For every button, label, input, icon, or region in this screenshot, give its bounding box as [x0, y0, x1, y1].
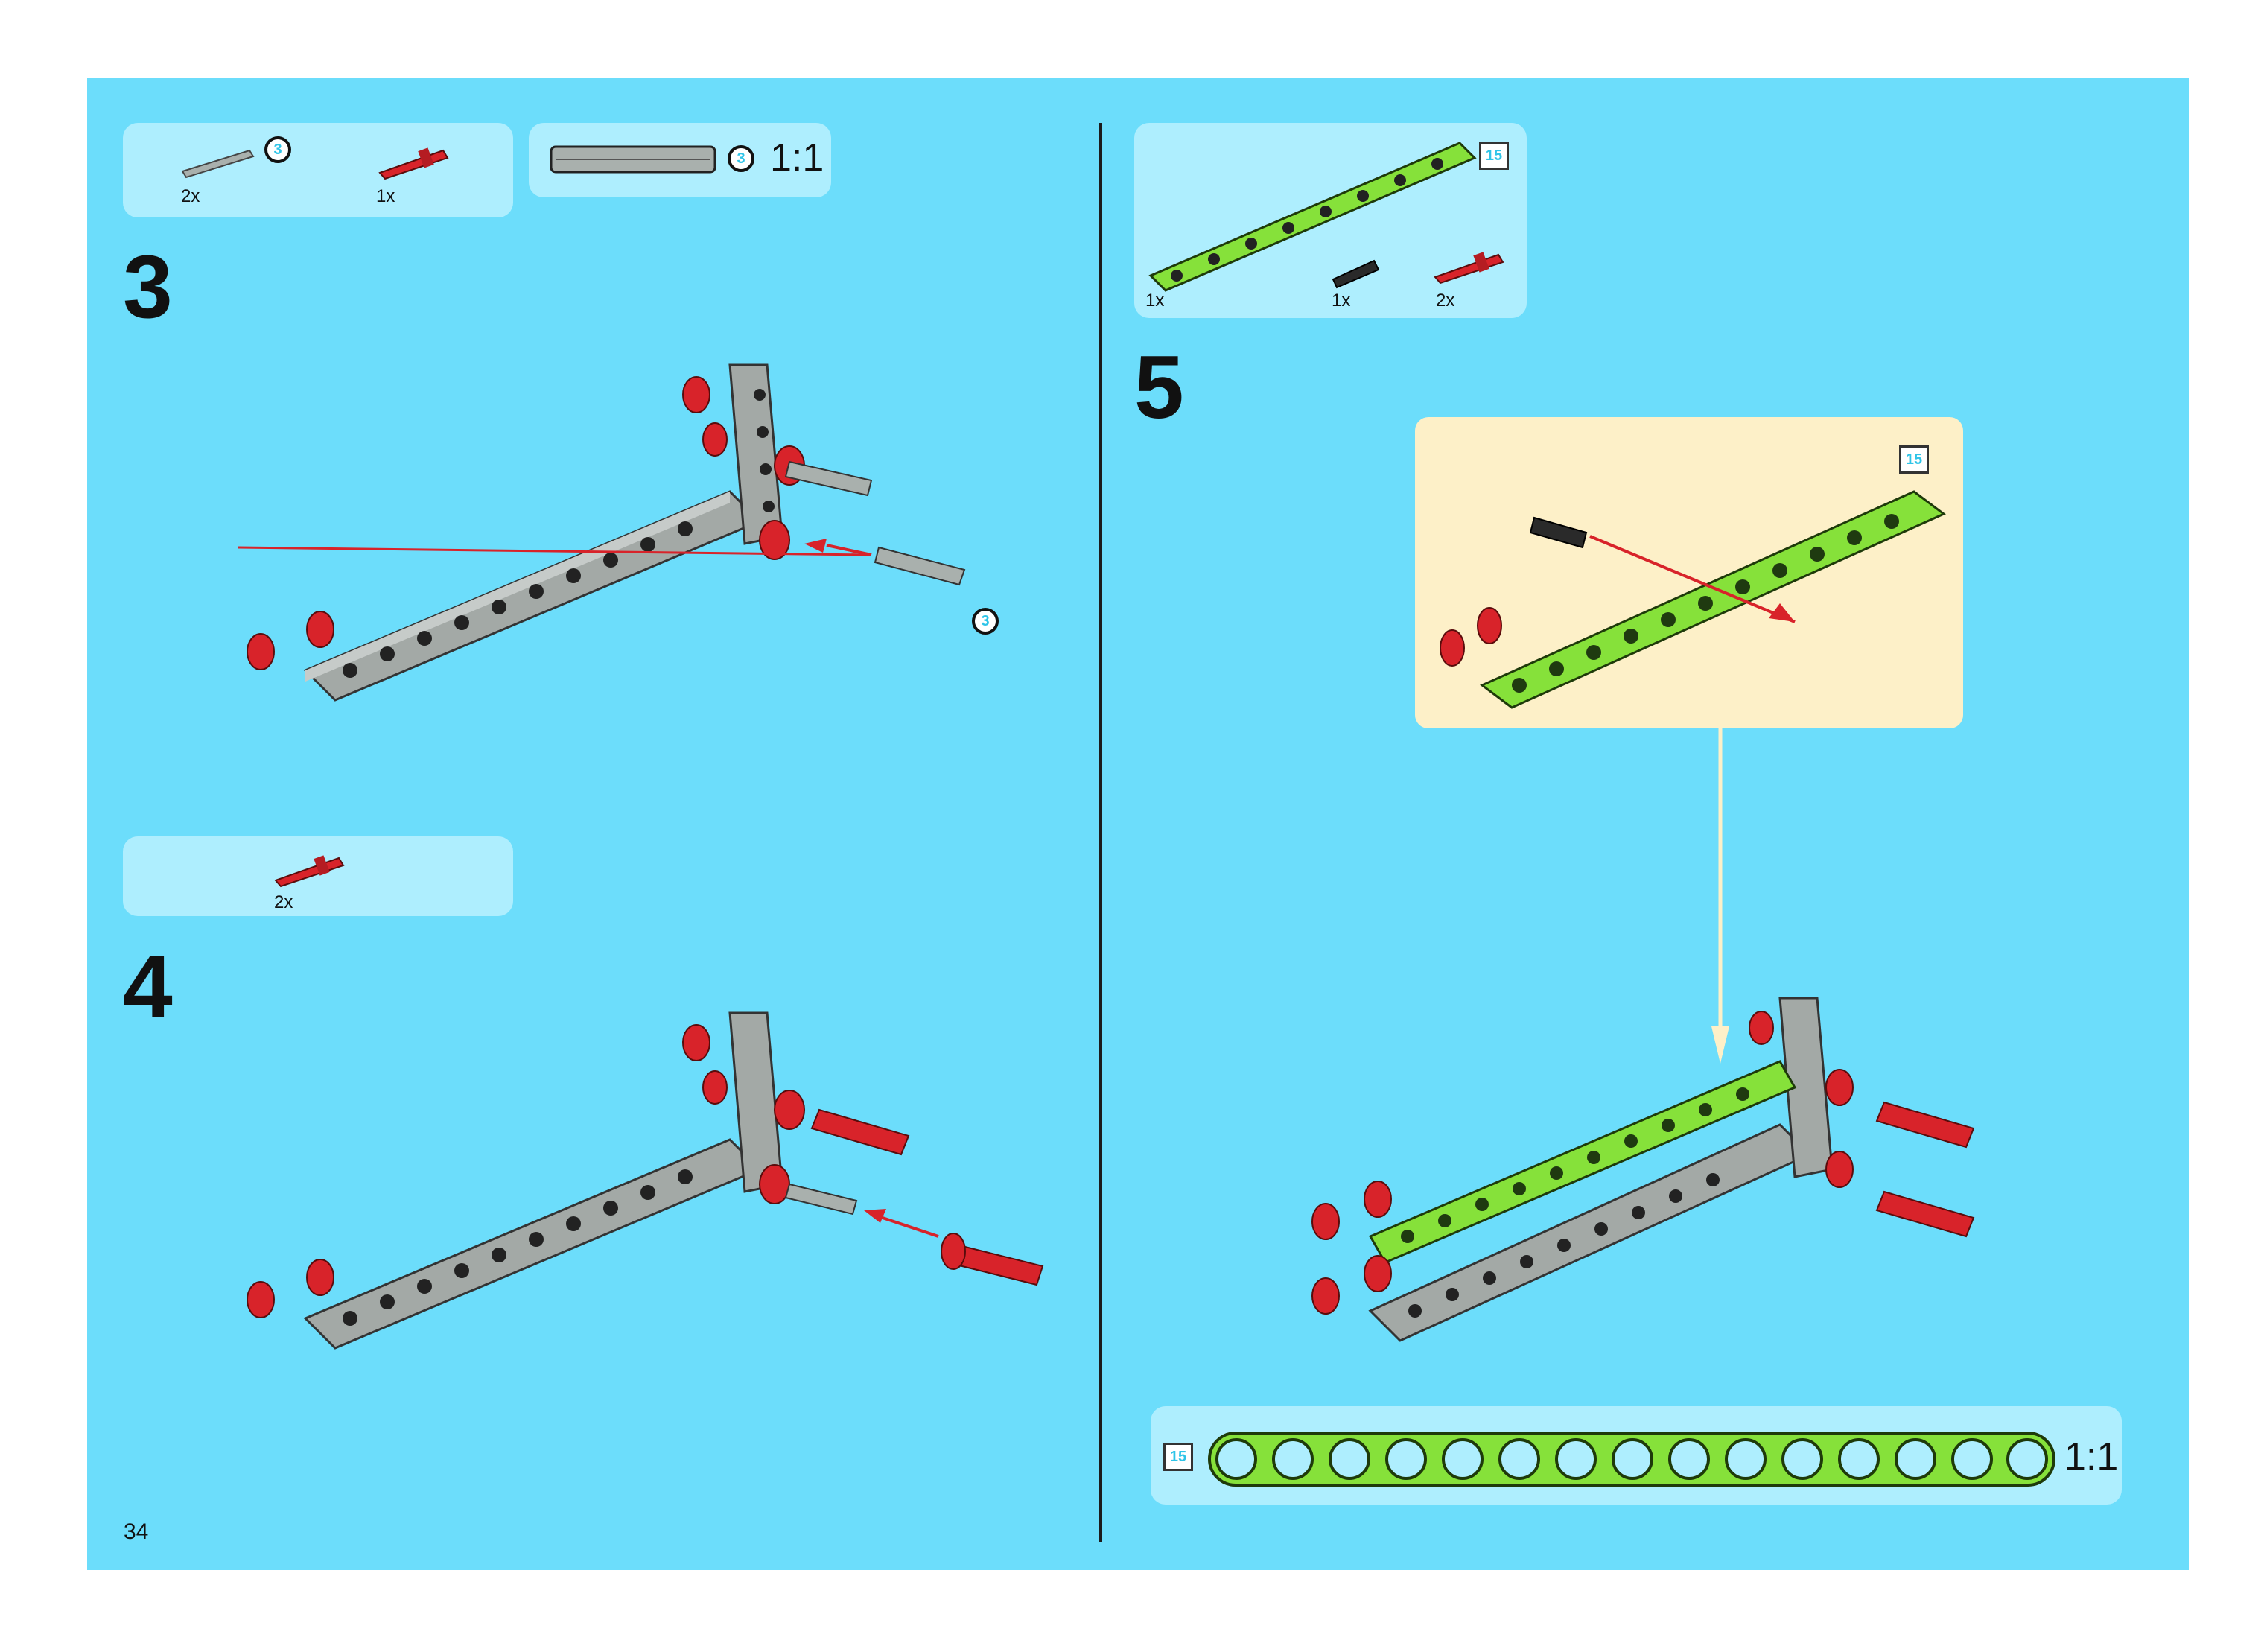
- step3-assembly-illustration: [238, 363, 966, 702]
- instruction-page: [87, 78, 2189, 1570]
- length-badge: 15: [1479, 142, 1509, 170]
- qty-label: 1x: [1145, 290, 1165, 311]
- step4-parts-box: [123, 836, 513, 916]
- black-pin-icon: [1332, 259, 1380, 289]
- length-badge: 15: [1163, 1443, 1193, 1471]
- red-pin-icon: [378, 147, 449, 180]
- callout-arrow: [1711, 728, 1729, 1064]
- length-badge: 15: [1899, 445, 1929, 474]
- qty-label: 1x: [1332, 290, 1351, 311]
- step5-assembly-illustration: [1311, 997, 1975, 1342]
- scale-label: 1:1: [770, 136, 824, 180]
- length-badge: 3: [728, 145, 754, 172]
- red-pin-icon: [1434, 252, 1504, 285]
- green-beam-icon: [1148, 142, 1477, 292]
- qty-label: 2x: [1436, 290, 1455, 311]
- axle-icon: [181, 149, 255, 179]
- step4-assembly-illustration: [247, 1011, 1044, 1350]
- qty-label: 1x: [376, 186, 395, 206]
- green-beam-ruler-icon: [1208, 1432, 2055, 1487]
- qty-label: 2x: [181, 186, 200, 206]
- qty-label: 2x: [274, 892, 293, 912]
- column-divider: [1099, 123, 1102, 1542]
- length-badge: 3: [264, 136, 291, 163]
- step-number: 3: [123, 237, 173, 337]
- step-number: 5: [1134, 337, 1184, 437]
- red-pin-icon: [274, 855, 345, 888]
- scale-label: 1:1: [2064, 1435, 2119, 1478]
- axle-ruler-icon: [550, 145, 716, 174]
- subassembly-illustration: [1440, 490, 1946, 709]
- length-badge: 3: [972, 608, 999, 635]
- page-number: 34: [124, 1519, 149, 1544]
- step-number: 4: [123, 937, 173, 1037]
